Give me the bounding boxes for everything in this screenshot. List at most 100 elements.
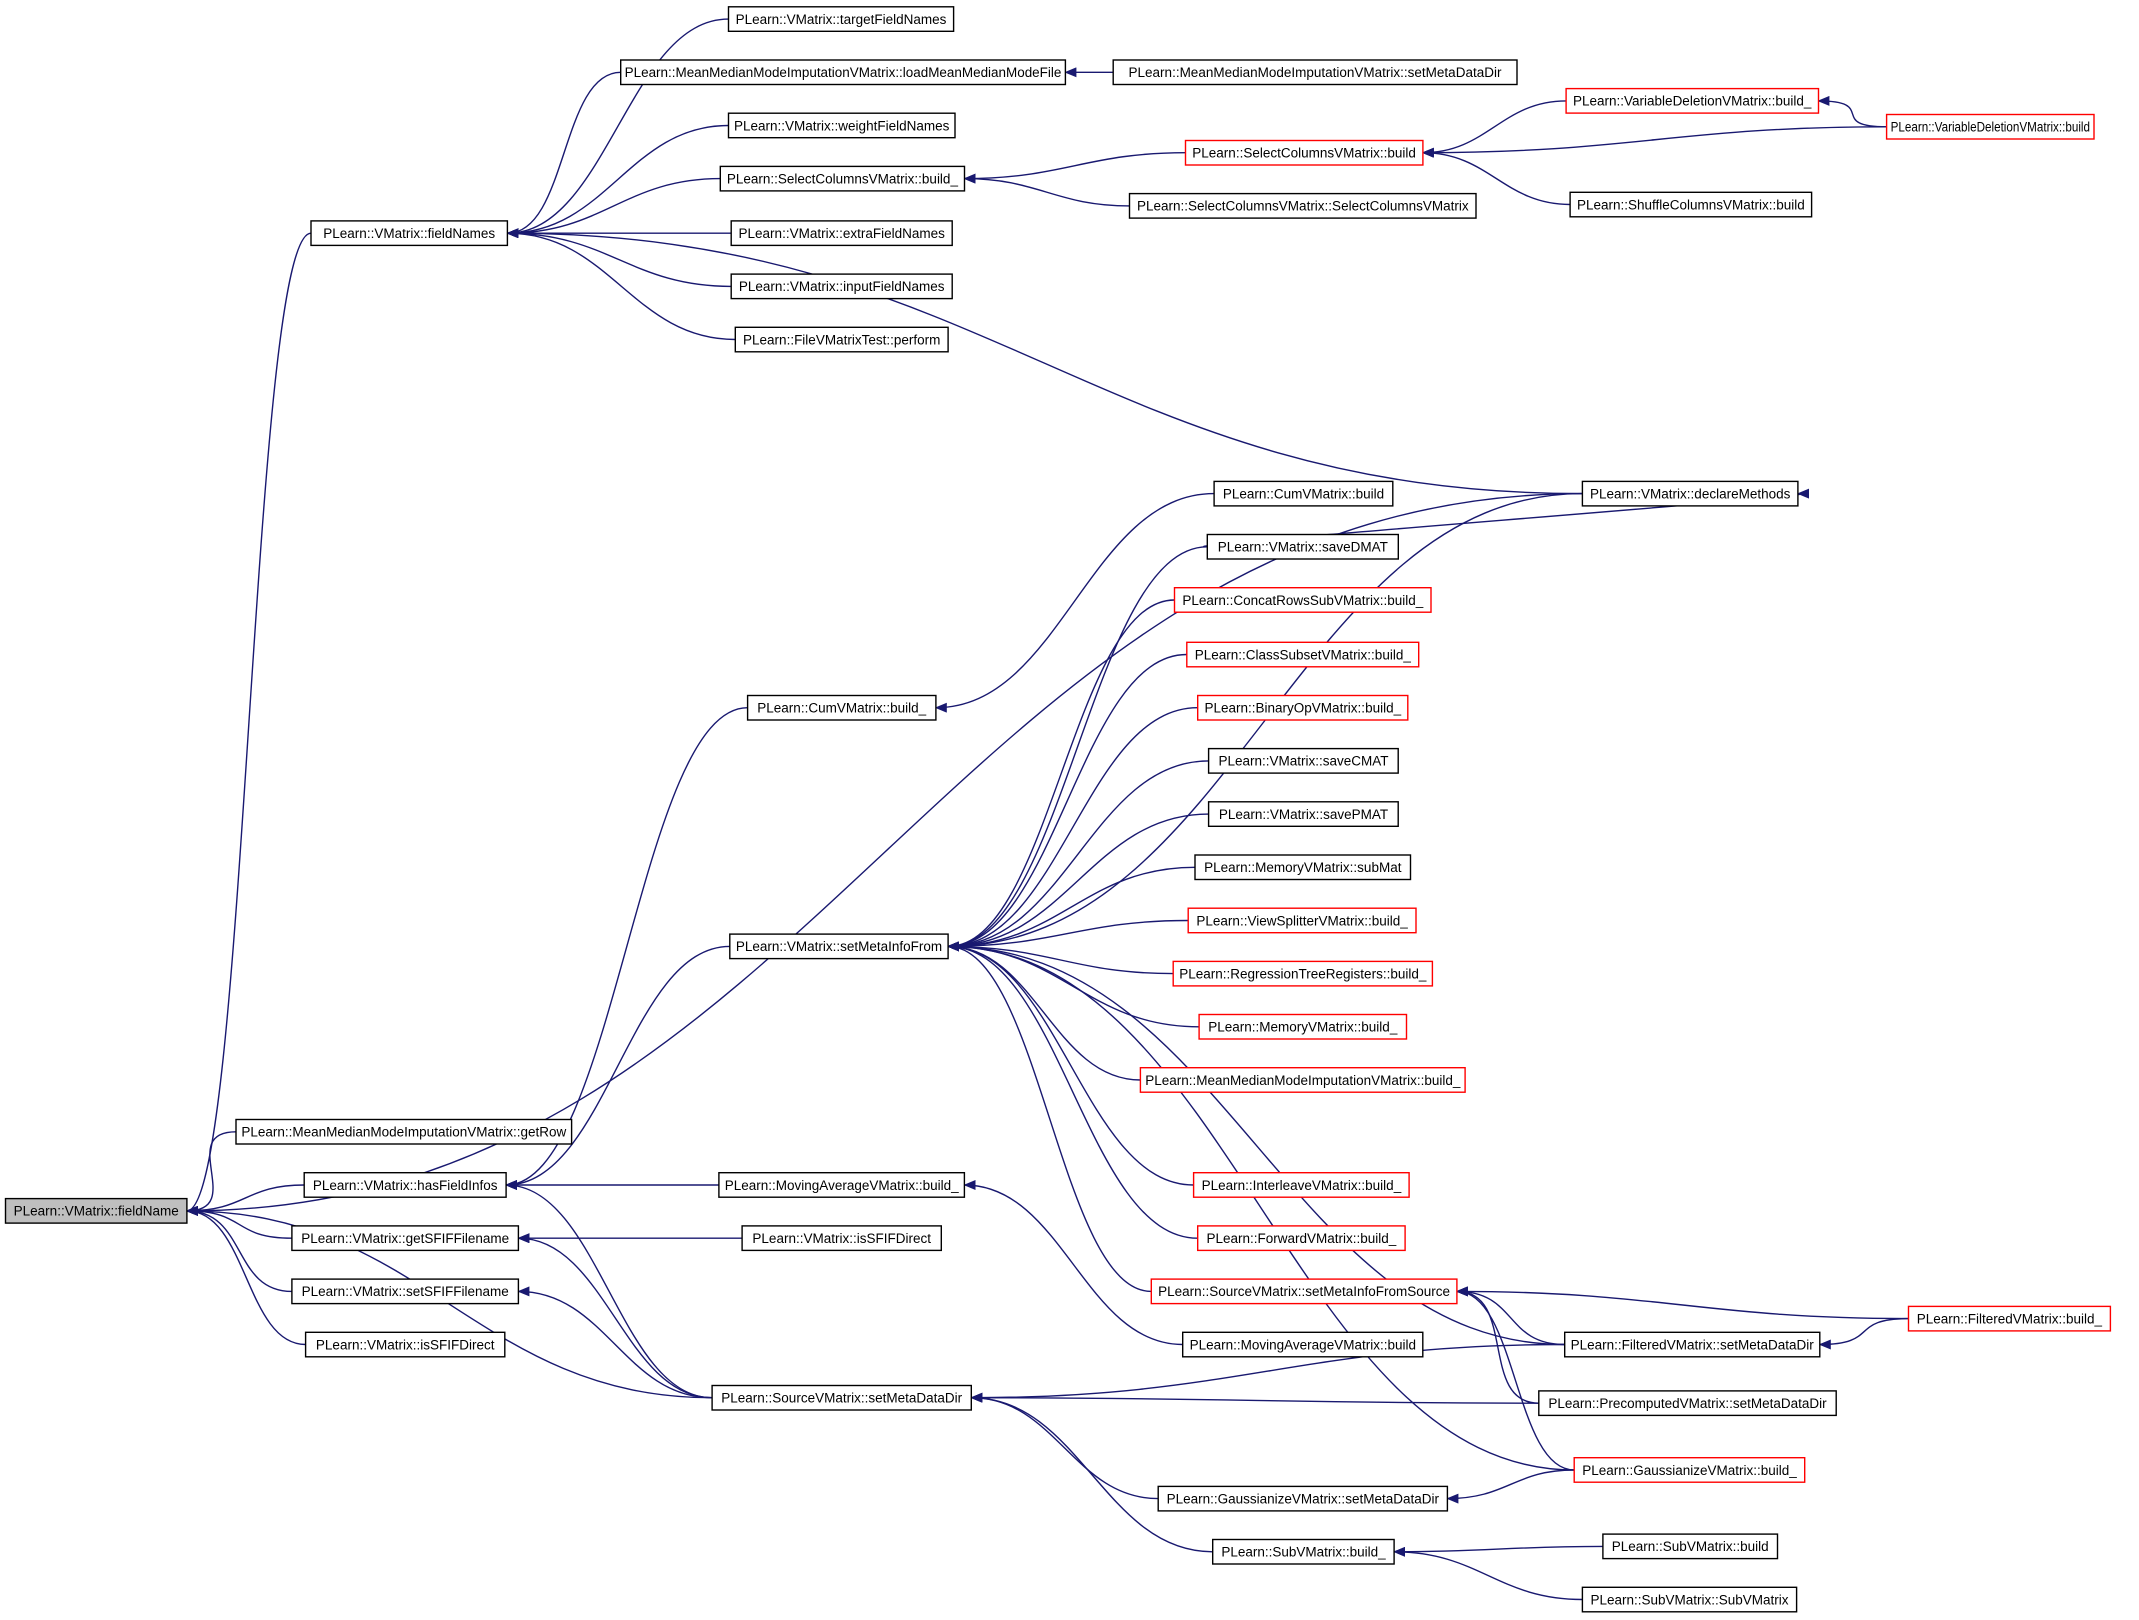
call-edge bbox=[947, 941, 1565, 1346]
call-edge bbox=[947, 760, 1209, 952]
node-var-del-build[interactable]: PLearn::VariableDeletionVMatrix::build bbox=[1885, 113, 2095, 140]
node-sub-ctor[interactable]: PLearn::SubVMatrix::SubVMatrix bbox=[1581, 1586, 1798, 1613]
node-gauss-build[interactable]: PLearn::GaussianizeVMatrix::build_ bbox=[1573, 1456, 1806, 1483]
call-edge bbox=[947, 941, 1194, 1186]
call-edge bbox=[1818, 1317, 1909, 1350]
node-load-mean-median-mode-file[interactable]: PLearn::MeanMedianModeImputationVMatrix:… bbox=[620, 59, 1067, 86]
node-set-sfif[interactable]: PLearn::VMatrix::setSFIFFilename bbox=[291, 1278, 520, 1305]
node-input-field-names[interactable]: PLearn::VMatrix::inputFieldNames bbox=[730, 273, 953, 300]
node-reg-tree[interactable]: PLearn::RegressionTreeRegisters::build_ bbox=[1172, 960, 1434, 987]
node-field-name[interactable]: PLearn::VMatrix::fieldName bbox=[4, 1197, 188, 1224]
node-label: PLearn::VMatrix::getSFIFFilename bbox=[301, 1231, 509, 1246]
node-has-field-infos[interactable]: PLearn::VMatrix::hasFieldInfos bbox=[303, 1171, 507, 1198]
node-save-cmat[interactable]: PLearn::VMatrix::saveCMAT bbox=[1207, 747, 1399, 774]
node-sel-col-ctor[interactable]: PLearn::SelectColumnsVMatrix::SelectColu… bbox=[1128, 192, 1477, 219]
call-edge bbox=[506, 228, 732, 288]
node-sub-build[interactable]: PLearn::SubVMatrix::build bbox=[1602, 1533, 1779, 1560]
node-sel-col-build[interactable]: PLearn::SelectColumnsVMatrix::build bbox=[1184, 139, 1424, 166]
node-src-set-meta[interactable]: PLearn::SourceVMatrix::setMetaDataDir bbox=[711, 1384, 972, 1411]
node-mmm-get-row[interactable]: PLearn::MeanMedianModeImputationVMatrix:… bbox=[235, 1118, 573, 1145]
node-sel-col-build[interactable]: PLearn::SelectColumnsVMatrix::build_ bbox=[719, 165, 966, 192]
call-edge bbox=[506, 177, 721, 239]
node-mov-avg-build[interactable]: PLearn::MovingAverageVMatrix::build bbox=[1181, 1331, 1424, 1358]
call-edge bbox=[506, 18, 729, 239]
node-mem-sub-mat[interactable]: PLearn::MemoryVMatrix::subMat bbox=[1194, 854, 1412, 881]
node-box bbox=[291, 1225, 520, 1252]
node-is-sfif1[interactable]: PLearn::VMatrix::isSFIFDirect bbox=[741, 1225, 942, 1252]
node-box bbox=[1538, 1390, 1837, 1417]
node-label: PLearn::SubVMatrix::build bbox=[1612, 1539, 1769, 1554]
node-box bbox=[1907, 1305, 2112, 1332]
node-cum-build[interactable]: PLearn::CumVMatrix::build bbox=[1213, 480, 1394, 507]
node-box bbox=[1196, 694, 1409, 721]
node-label: PLearn::ForwardVMatrix::build_ bbox=[1206, 1231, 1396, 1246]
node-box bbox=[730, 220, 953, 247]
node-cum-build[interactable]: PLearn::CumVMatrix::build_ bbox=[746, 694, 937, 721]
call-edge bbox=[934, 492, 1215, 713]
node-gauss-set-meta[interactable]: PLearn::GaussianizeVMatrix::setMetaDataD… bbox=[1157, 1485, 1449, 1512]
node-box bbox=[1192, 1171, 1410, 1198]
node-precomp-set-meta[interactable]: PLearn::PrecomputedVMatrix::setMetaDataD… bbox=[1538, 1390, 1837, 1417]
node-label: PLearn::InterleaveVMatrix::build_ bbox=[1202, 1178, 1402, 1193]
node-box bbox=[1172, 960, 1434, 987]
node-sub-build[interactable]: PLearn::SubVMatrix::build_ bbox=[1211, 1538, 1395, 1565]
node-mem-build[interactable]: PLearn::MemoryVMatrix::build_ bbox=[1198, 1013, 1408, 1040]
call-edge bbox=[970, 1392, 1159, 1500]
node-weight-field-names[interactable]: PLearn::VMatrix::weightFieldNames bbox=[727, 112, 956, 139]
node-label: PLearn::VMatrix::fieldName bbox=[14, 1204, 179, 1219]
node-box bbox=[1150, 1278, 1458, 1305]
node-box bbox=[1139, 1066, 1466, 1093]
node-target-field-names[interactable]: PLearn::VMatrix::targetFieldNames bbox=[727, 6, 955, 33]
node-var-del-build[interactable]: PLearn::VariableDeletionVMatrix::build_ bbox=[1565, 87, 1820, 114]
node-save-dmat[interactable]: PLearn::VMatrix::saveDMAT bbox=[1206, 533, 1400, 560]
node-label: PLearn::VMatrix::saveCMAT bbox=[1218, 754, 1388, 769]
node-box bbox=[1198, 1013, 1408, 1040]
node-label: PLearn::MovingAverageVMatrix::build_ bbox=[725, 1178, 959, 1193]
node-save-pmat[interactable]: PLearn::VMatrix::savePMAT bbox=[1207, 801, 1399, 827]
node-box bbox=[1569, 191, 1813, 218]
node-field-names[interactable]: PLearn::VMatrix::fieldNames bbox=[310, 220, 509, 247]
node-label: PLearn::SelectColumnsVMatrix::build_ bbox=[727, 171, 959, 186]
node-interleave[interactable]: PLearn::InterleaveVMatrix::build_ bbox=[1192, 1171, 1410, 1198]
call-edge bbox=[1446, 1469, 1575, 1504]
node-label: PLearn::SourceVMatrix::setMetaDataDir bbox=[721, 1391, 962, 1406]
node-shuffle-build[interactable]: PLearn::ShuffleColumnsVMatrix::build bbox=[1569, 191, 1813, 218]
node-mov-avg-build[interactable]: PLearn::MovingAverageVMatrix::build_ bbox=[718, 1171, 966, 1198]
node-view-splitter[interactable]: PLearn::ViewSplitterVMatrix::build_ bbox=[1187, 907, 1417, 934]
node-mmm-build[interactable]: PLearn::MeanMedianModeImputationVMatrix:… bbox=[1139, 1066, 1466, 1093]
node-set-meta-info-from[interactable]: PLearn::VMatrix::setMetaInfoFrom bbox=[729, 933, 949, 960]
node-box bbox=[729, 933, 949, 960]
node-layer: PLearn::VMatrix::fieldNamePLearn::VMatri… bbox=[4, 6, 2112, 1613]
node-label: PLearn::VMatrix::extraFieldNames bbox=[739, 226, 946, 241]
node-class-subset[interactable]: PLearn::ClassSubsetVMatrix::build_ bbox=[1186, 641, 1420, 668]
node-label: PLearn::VMatrix::inputFieldNames bbox=[739, 279, 945, 294]
node-filt-build[interactable]: PLearn::FilteredVMatrix::build_ bbox=[1907, 1305, 2112, 1332]
node-label: PLearn::MeanMedianModeImputationVMatrix:… bbox=[241, 1125, 566, 1140]
node-get-sfif[interactable]: PLearn::VMatrix::getSFIFFilename bbox=[291, 1225, 520, 1252]
call-edge bbox=[947, 919, 1189, 952]
node-label: PLearn::PrecomputedVMatrix::setMetaDataD… bbox=[1548, 1396, 1827, 1411]
node-forward[interactable]: PLearn::ForwardVMatrix::build_ bbox=[1196, 1225, 1406, 1252]
node-declare-methods[interactable]: PLearn::VMatrix::declareMethods bbox=[1581, 480, 1799, 507]
node-extra-field-names[interactable]: PLearn::VMatrix::extraFieldNames bbox=[730, 220, 953, 247]
node-binary-op[interactable]: PLearn::BinaryOpVMatrix::build_ bbox=[1196, 694, 1409, 721]
node-box bbox=[1187, 907, 1417, 934]
call-edge bbox=[947, 941, 1174, 975]
node-mmm-set-meta-data-dir[interactable]: PLearn::MeanMedianModeImputationVMatrix:… bbox=[1112, 59, 1518, 86]
call-edge bbox=[1455, 1286, 1539, 1404]
node-src-set-meta-info[interactable]: PLearn::SourceVMatrix::setMetaInfoFromSo… bbox=[1150, 1278, 1458, 1305]
node-is-sfif2[interactable]: PLearn::VMatrix::isSFIFDirect bbox=[304, 1331, 506, 1358]
node-label: PLearn::VMatrix::savePMAT bbox=[1219, 807, 1388, 822]
node-filt-set-meta[interactable]: PLearn::FilteredVMatrix::setMetaDataDir bbox=[1563, 1331, 1821, 1358]
call-edge bbox=[1421, 147, 1571, 206]
node-box bbox=[1157, 1485, 1449, 1512]
call-edge bbox=[505, 707, 748, 1190]
node-concat-rows[interactable]: PLearn::ConcatRowsSubVMatrix::build_ bbox=[1173, 587, 1432, 613]
node-label: PLearn::BinaryOpVMatrix::build_ bbox=[1205, 701, 1402, 716]
node-box bbox=[719, 165, 966, 192]
call-edge bbox=[1455, 1286, 1565, 1346]
call-edge bbox=[506, 228, 1583, 495]
node-file-vmatrix-test[interactable]: PLearn::FileVMatrixTest::perform bbox=[734, 326, 949, 353]
node-box bbox=[1207, 747, 1399, 774]
call-edge bbox=[185, 1184, 305, 1216]
